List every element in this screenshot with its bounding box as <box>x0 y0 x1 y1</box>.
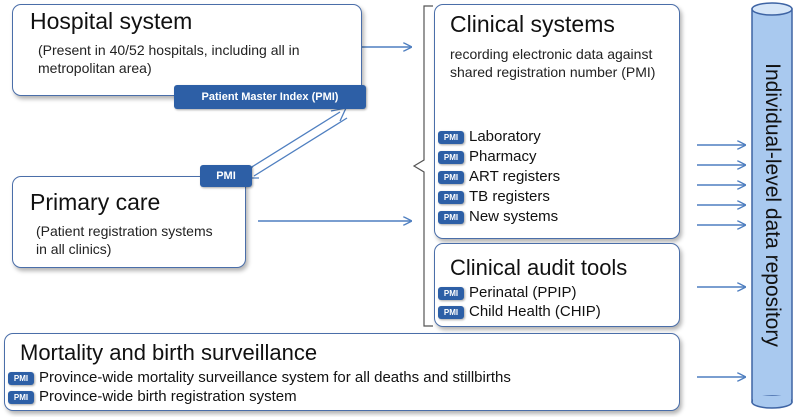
repository-cylinder <box>751 2 793 409</box>
surveillance-title: Mortality and birth surveillance <box>20 340 318 365</box>
clinical-audit-box <box>434 243 680 327</box>
primary-care-pmi-badge: PMI <box>200 165 252 187</box>
surveillance-box <box>4 333 680 411</box>
clinical-systems-box <box>434 4 680 239</box>
pmi-link-double-arrow <box>242 107 348 179</box>
hospital-system-subtitle: (Present in 40/52 hospitals, including a… <box>38 42 300 76</box>
primary-care-title: Primary care <box>30 189 161 215</box>
grouping-bracket <box>412 5 433 327</box>
pmi-badge: PMI <box>438 210 464 224</box>
hospital-system-title: Hospital system <box>30 8 193 34</box>
patient-master-index-badge: Patient Master Index (PMI) <box>174 85 366 109</box>
pmi-badge: PMI <box>8 390 34 404</box>
pmi-badge: PMI <box>438 286 464 300</box>
pmi-badge: PMI <box>438 305 464 319</box>
pmi-badge: PMI <box>8 371 34 385</box>
pmi-badge: PMI <box>438 130 464 144</box>
clinical-systems-subtitle: recording electronic data against shared… <box>450 46 656 80</box>
primary-care-subtitle: (Patient registration systems in all cli… <box>36 223 213 257</box>
clinical-audit-title: Clinical audit tools <box>450 255 628 280</box>
pmi-badge: PMI <box>438 170 464 184</box>
pmi-badge: PMI <box>438 150 464 164</box>
repository-label: Individual-level data repository <box>761 63 784 347</box>
pmi-badge: PMI <box>438 190 464 204</box>
hospital-system-box <box>12 4 362 96</box>
clinical-systems-title: Clinical systems <box>450 11 615 37</box>
primary-care-box <box>12 176 246 268</box>
